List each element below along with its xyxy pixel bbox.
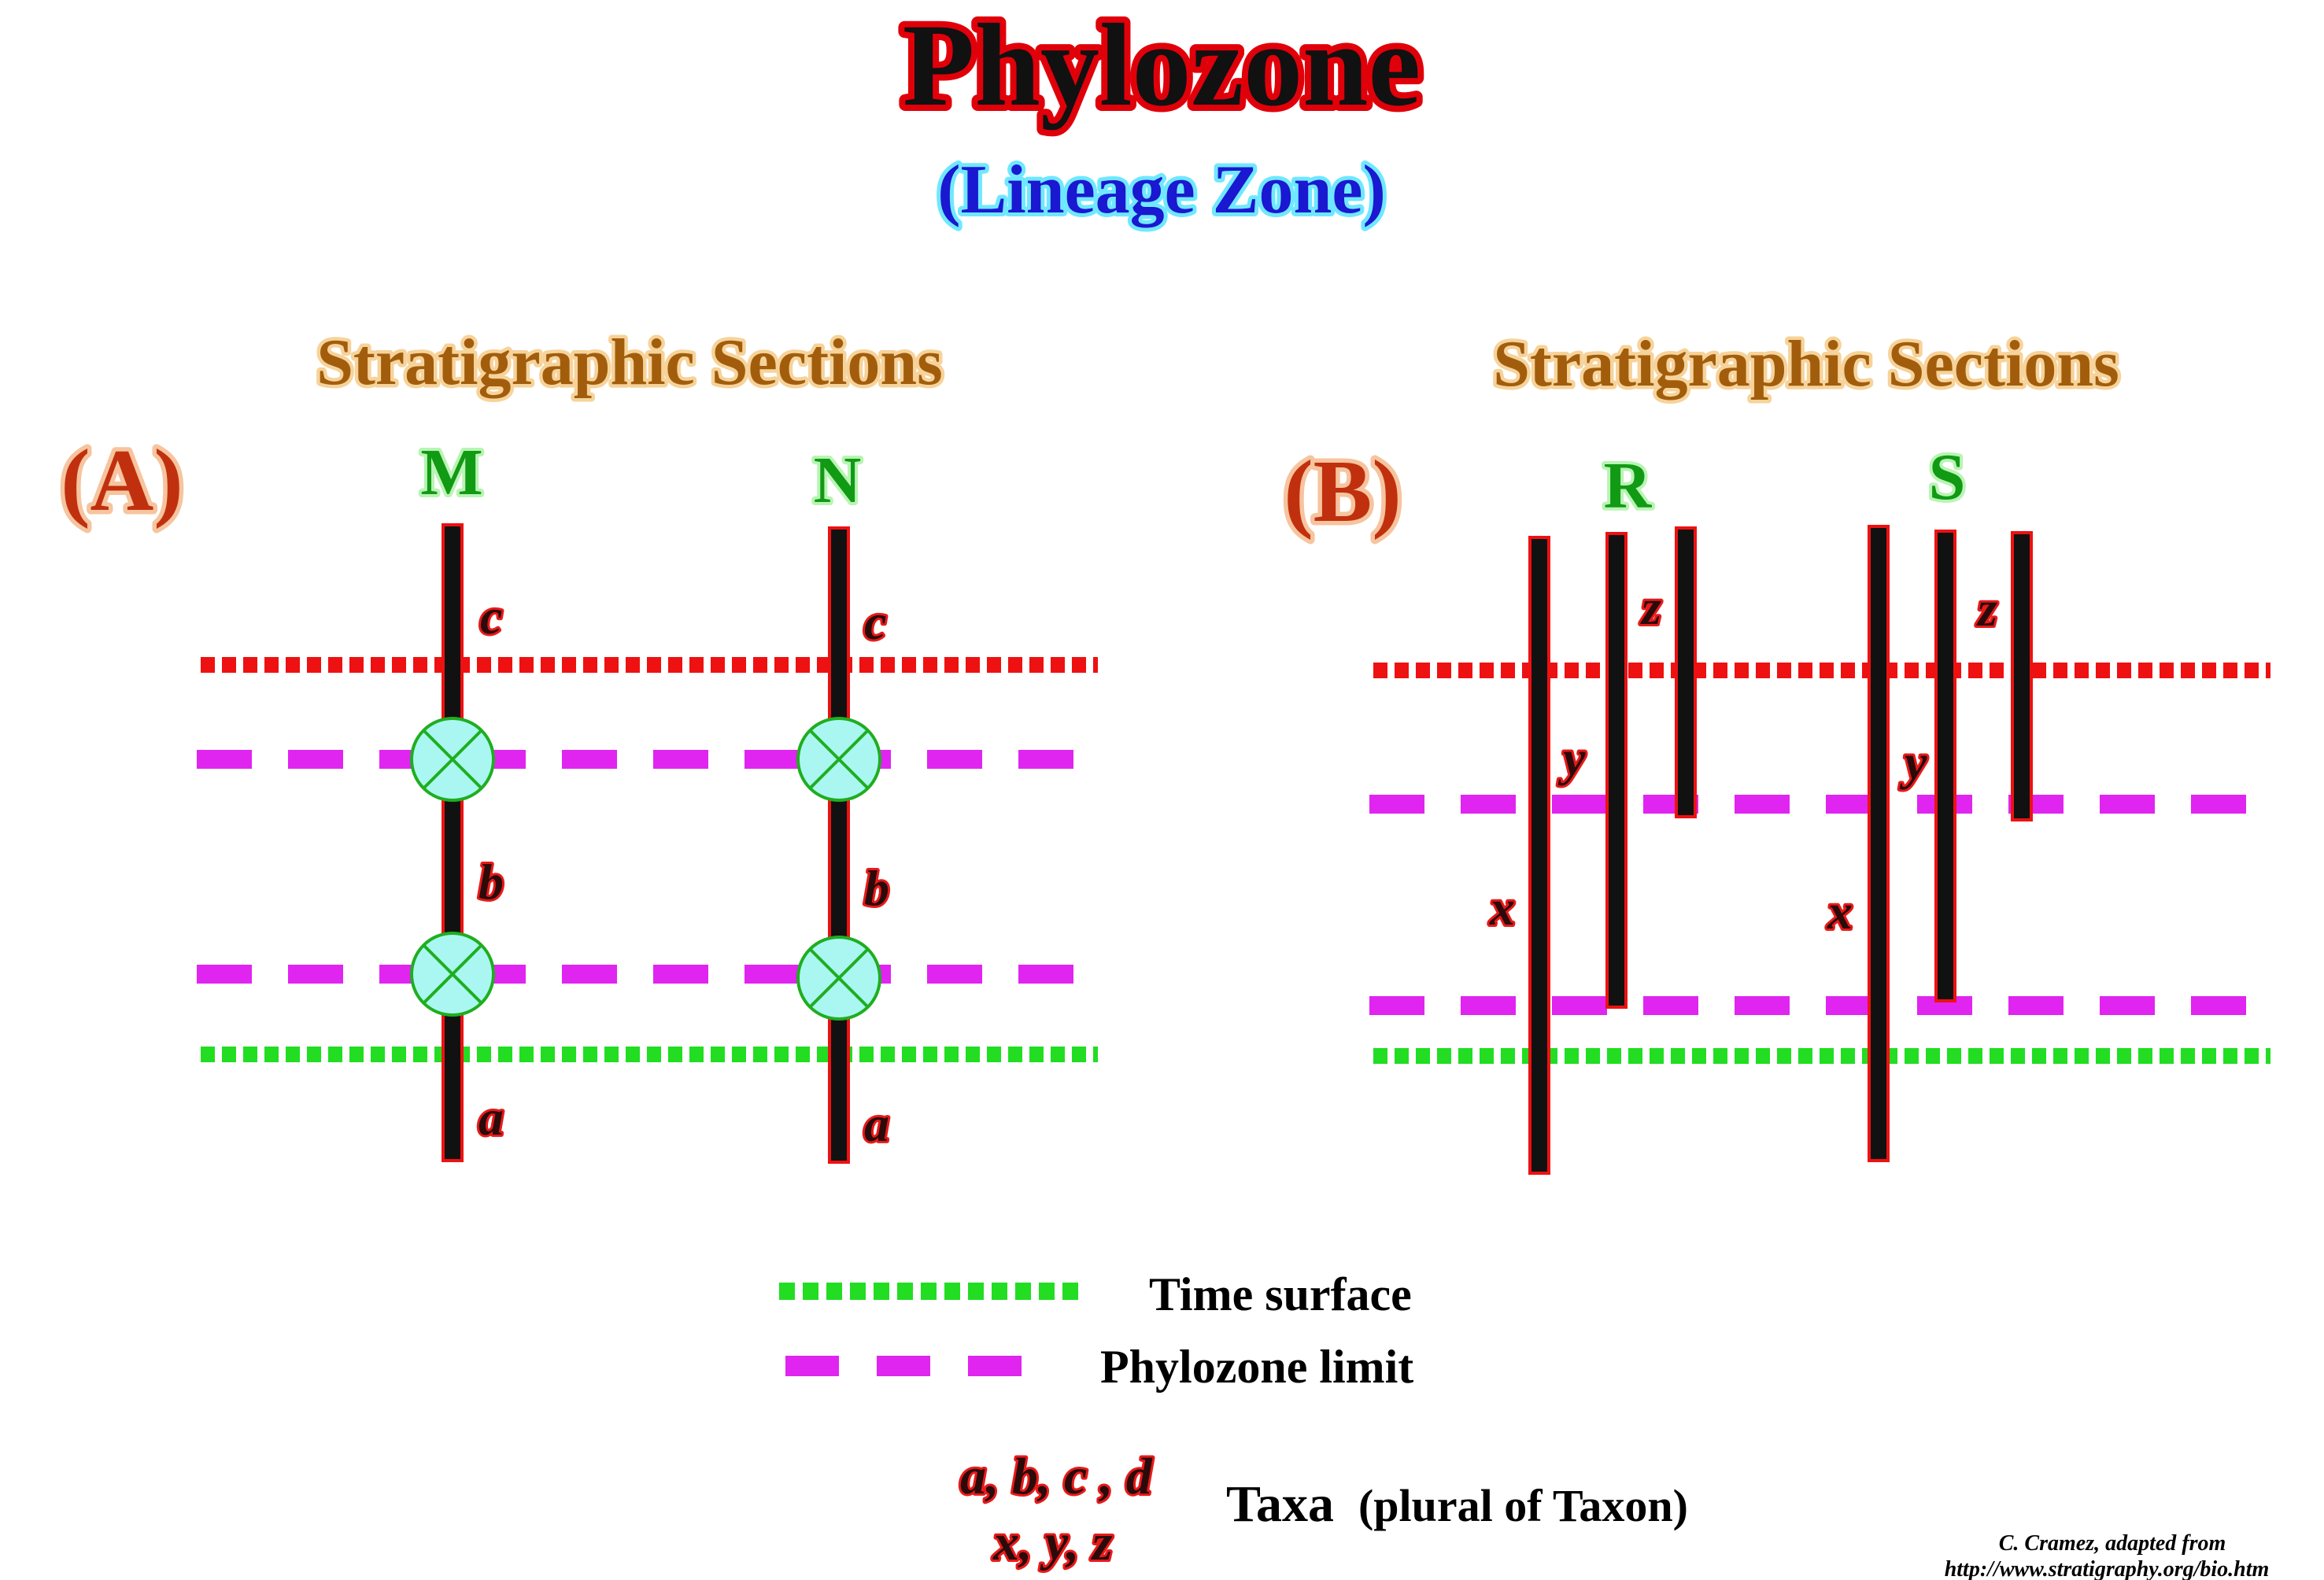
- transition-marker-m-lower: [410, 932, 495, 1017]
- section-r-taxon-x-range: [1528, 536, 1550, 1175]
- credit-line-2: http://www.stratigraphy.org/bio.htm: [1945, 1557, 2270, 1580]
- taxon-y-label-r: y: [1557, 730, 1586, 786]
- section-s-taxon-z-range: [2011, 531, 2033, 821]
- section-m-column: [442, 523, 464, 1162]
- taxon-x-label-r: x: [1489, 880, 1515, 936]
- legend-time-surface-label: Time surface: [1149, 1268, 1412, 1320]
- legend-taxa-symbols-line1: a, b, c , d: [960, 1448, 1153, 1505]
- section-m-label: M: [420, 436, 482, 509]
- panel-a-label: (A): [61, 432, 183, 530]
- taxon-b-label-m: b: [478, 854, 504, 910]
- credit-line-1: C. Cramez, adapted from: [1999, 1531, 2226, 1556]
- taxon-c-label-m: c: [480, 589, 502, 644]
- panel-b-label: (B): [1284, 443, 1401, 541]
- taxon-a-label-n: a: [864, 1096, 889, 1152]
- section-s-label: S: [1929, 441, 1966, 514]
- page-title: Phylozone: [903, 0, 1421, 131]
- section-n-label: N: [814, 444, 862, 517]
- page-subtitle: (Lineage Zone): [937, 152, 1386, 228]
- taxon-b-label-n: b: [864, 860, 889, 916]
- taxon-y-label-s: y: [1899, 734, 1927, 790]
- legend-taxa-note: (plural of Taxon): [1358, 1480, 1688, 1531]
- section-s-taxon-y-range: [1934, 530, 1956, 1002]
- transition-marker-m-upper: [410, 717, 495, 802]
- legend-taxa-symbols-line2: x, y, z: [992, 1514, 1113, 1571]
- transition-marker-n-lower: [796, 936, 881, 1021]
- panel-a-heading: Stratigraphic Sections: [316, 326, 943, 399]
- transition-marker-n-upper: [796, 717, 881, 802]
- legend-taxa-label: Taxa (plural of Taxon): [1226, 1475, 1688, 1533]
- panel-b-heading: Stratigraphic Sections: [1493, 327, 2119, 401]
- legend-taxa-word: Taxa: [1226, 1475, 1334, 1533]
- section-r-taxon-z-range: [1675, 526, 1697, 818]
- taxon-c-label-n: c: [864, 594, 886, 650]
- taxon-z-label-s: z: [1976, 581, 1997, 637]
- legend-phylozone-limit-label: Phylozone limit: [1100, 1341, 1413, 1393]
- section-r-label: R: [1604, 449, 1653, 522]
- section-r-taxon-y-range: [1605, 532, 1628, 1009]
- panel-b: Stratigraphic Sections (B) R S x y z x y…: [1280, 324, 2274, 1175]
- taxon-x-label-s: x: [1827, 884, 1853, 940]
- panel-a: Stratigraphic Sections (A) M N c b a: [57, 323, 1102, 1164]
- legend: Time surface Phylozone limit a, b, c , d…: [779, 1268, 1688, 1574]
- section-n-column: [828, 526, 850, 1164]
- taxon-a-label-m: a: [478, 1090, 504, 1146]
- taxon-z-label-r: z: [1640, 579, 1661, 635]
- section-s-taxon-x-range: [1868, 525, 1890, 1162]
